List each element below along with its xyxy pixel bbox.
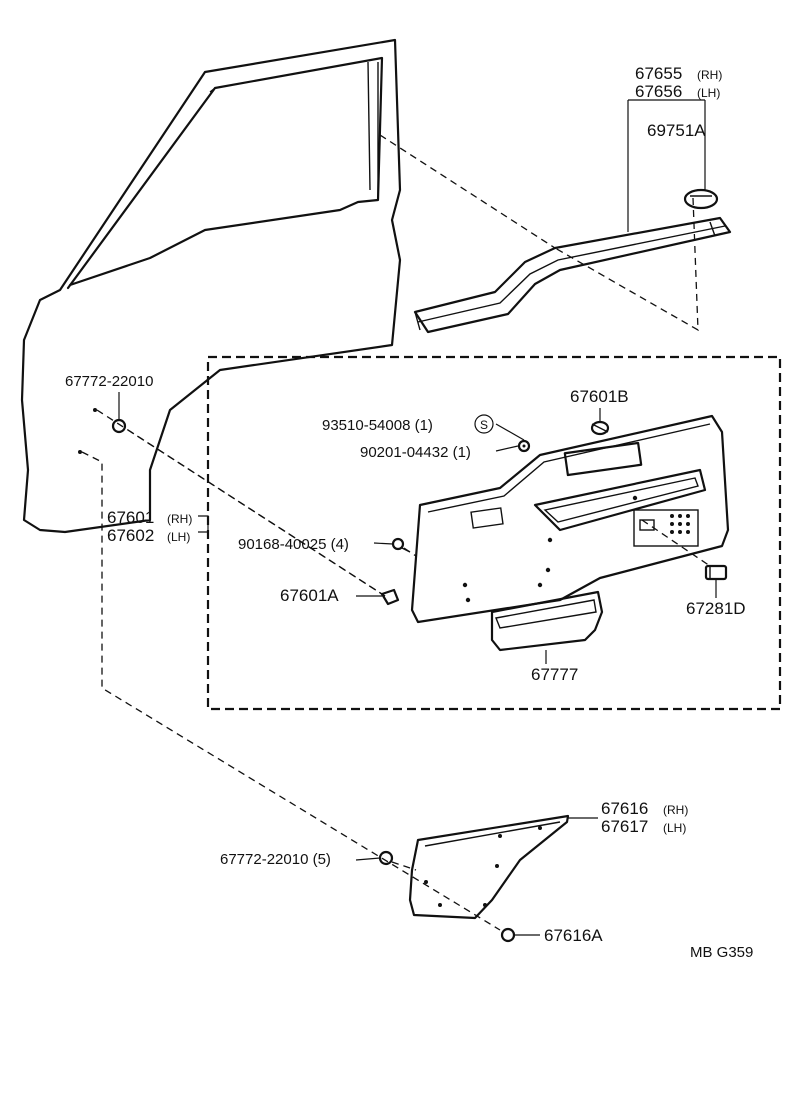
label-67602-side: (LH): [167, 530, 190, 544]
label-67602: 67602: [107, 526, 154, 545]
label-67655-side: (RH): [697, 68, 722, 82]
door-trim-panel: [410, 414, 730, 624]
clip-67772-top: [78, 408, 127, 454]
pull-handle-67777: [490, 590, 604, 652]
washer-90201: [517, 439, 531, 453]
figure-code: MB G359: [690, 944, 753, 961]
clip-67616A: [500, 927, 516, 943]
label-90168: 90168-40025 (4): [238, 536, 349, 553]
label-67772-top: 67772-22010: [65, 373, 153, 390]
clip-67601A: [380, 588, 400, 606]
label-93510-symbol: S: [480, 418, 488, 432]
panel-assembly-boundary: [206, 355, 782, 711]
label-67656-side: (LH): [697, 86, 720, 100]
label-67616-side: (RH): [663, 803, 688, 817]
label-67281D: 67281D: [686, 599, 746, 618]
label-67655: 67655: [635, 64, 682, 83]
door-frame: [20, 38, 402, 534]
label-67601-side: (RH): [167, 512, 192, 526]
label-67601B: 67601B: [570, 387, 629, 406]
label-67617: 67617: [601, 817, 648, 836]
leader-lines: [118, 99, 717, 936]
label-67617-side: (LH): [663, 821, 686, 835]
switch-grille: [670, 514, 690, 534]
spec-symbol-circle: [474, 414, 494, 434]
clip-69751A: [683, 188, 719, 210]
label-67616A: 67616A: [544, 926, 603, 945]
label-93510: 93510-54008 (1): [322, 417, 433, 434]
label-67616: 67616: [601, 799, 648, 818]
label-67601: 67601: [107, 508, 154, 527]
label-69751A: 69751A: [647, 121, 706, 140]
lower-trim-panel-67616: [408, 814, 570, 920]
label-67601A: 67601A: [280, 586, 339, 605]
clip-67601B: [590, 420, 610, 436]
clip-67772-bottom: [378, 850, 394, 866]
belt-moulding-67655: [413, 216, 732, 334]
label-67656: 67656: [635, 82, 682, 101]
label-90201: 90201-04432 (1): [360, 444, 471, 461]
label-67777: 67777: [531, 665, 578, 684]
label-67772-bottom: 67772-22010 (5): [220, 851, 331, 868]
cap-67281D: [704, 564, 728, 581]
alignment-lines: [81, 134, 711, 931]
